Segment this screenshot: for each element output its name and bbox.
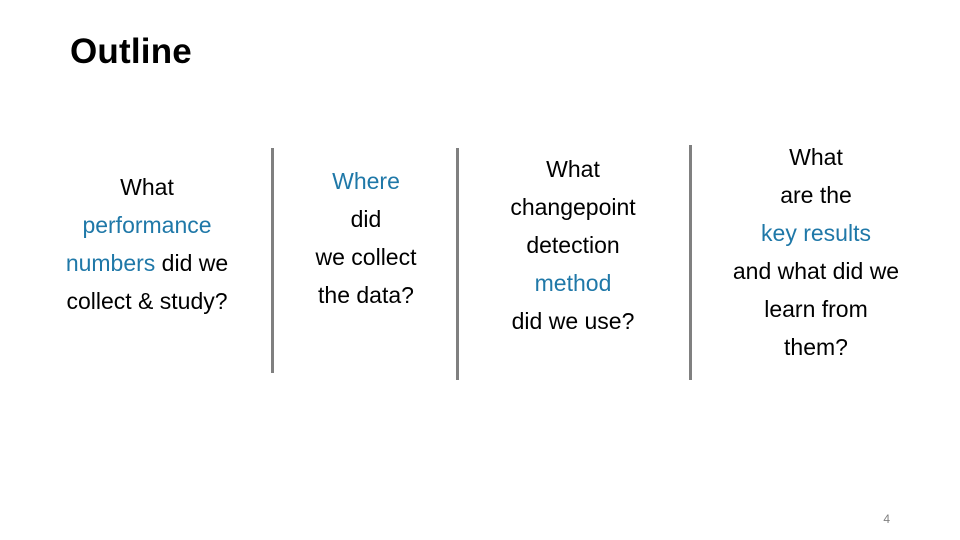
plain-text: learn from (764, 296, 868, 322)
outline-column-changepoint-method: What changepoint detection method did we use… (470, 150, 676, 340)
outline-column-key-results: What are the key results and what did we lea… (696, 138, 936, 366)
column-divider-3 (689, 145, 692, 380)
outline-line: did we use? (470, 302, 676, 340)
plain-text: we collect (315, 244, 417, 270)
outline-line: method (470, 264, 676, 302)
outline-line: key results (696, 214, 936, 252)
outline-line: are the (696, 176, 936, 214)
highlighted-phrase: numbers (65, 250, 156, 276)
outline-line: What (696, 138, 936, 176)
highlighted-phrase: performance (82, 212, 212, 238)
outline-column-data-collection: Where did we collect the data? (286, 162, 446, 314)
outline-line: learn from (696, 290, 936, 328)
highlighted-phrase: Where (332, 168, 400, 194)
column-divider-2 (456, 148, 459, 380)
outline-column-performance-numbers: What performance numbers did we collect & s… (24, 168, 270, 320)
outline-line: the data? (286, 276, 446, 314)
plain-text: and what did we (732, 258, 900, 284)
plain-text: them? (784, 334, 848, 360)
outline-line: performance (24, 206, 270, 244)
outline-line: them? (696, 328, 936, 366)
outline-line: we collect (286, 238, 446, 276)
highlighted-phrase: method (534, 270, 612, 296)
outline-line: changepoint (470, 188, 676, 226)
column-divider-1 (271, 148, 274, 373)
plain-text: What (546, 156, 600, 182)
page-title: Outline (70, 32, 192, 71)
outline-line: Where (286, 162, 446, 200)
plain-text: collect & study? (66, 288, 228, 314)
outline-columns-group: What performance numbers did we collect & s… (0, 140, 960, 390)
outline-line: numbers did we (24, 244, 270, 282)
plain-text: did we (155, 250, 229, 276)
plain-text: did we use? (511, 308, 635, 334)
outline-line: and what did we (696, 252, 936, 290)
outline-line: What (24, 168, 270, 206)
outline-line: detection (470, 226, 676, 264)
highlighted-phrase: key results (761, 220, 871, 246)
outline-line: What (470, 150, 676, 188)
plain-text: did (350, 206, 382, 232)
plain-text: changepoint (510, 194, 636, 220)
plain-text: are the (780, 182, 852, 208)
plain-text: What (789, 144, 843, 170)
page-number: 4 (883, 512, 890, 526)
plain-text: detection (526, 232, 620, 258)
outline-line: did (286, 200, 446, 238)
plain-text: What (120, 174, 174, 200)
plain-text: the data? (318, 282, 414, 308)
outline-line: collect & study? (24, 282, 270, 320)
